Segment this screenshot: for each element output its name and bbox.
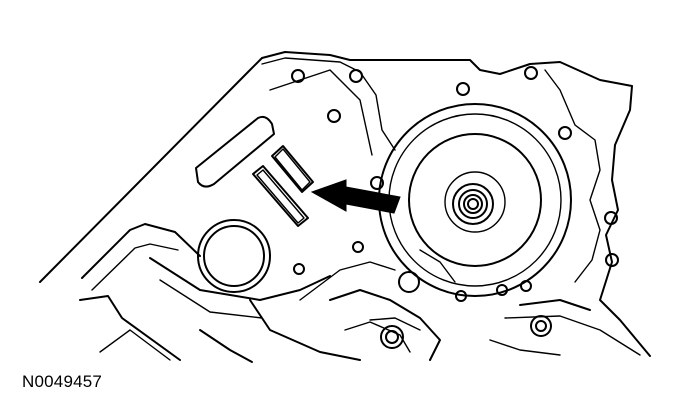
bolt-hole: [327, 109, 341, 123]
case-outline: [39, 51, 651, 357]
bolt-hole: [370, 176, 384, 190]
lower-case-ribs: [79, 223, 456, 363]
shim-upper-inner: [274, 148, 311, 191]
cast-pad: [195, 115, 275, 188]
bolt-hole: [456, 82, 470, 96]
figure-reference-code: N0049457: [22, 372, 103, 391]
bolt-hole: [291, 69, 305, 83]
bolt-hole: [352, 241, 364, 253]
bolt-hole: [605, 253, 619, 267]
bolt-hole: [398, 271, 420, 293]
rectangular-shims: [252, 145, 314, 227]
pointer-arrow: [310, 179, 401, 214]
lower-right-bosses: [369, 299, 641, 356]
shim-upper: [271, 145, 314, 193]
bolt-hole: [293, 263, 305, 275]
shim-lower-inner: [256, 169, 305, 224]
bolt-hole: [604, 211, 618, 225]
shim-lower: [252, 165, 309, 227]
pump-housing: [378, 103, 572, 297]
bolt-hole: [524, 66, 538, 80]
bolt-holes: [291, 66, 619, 302]
bolt-hole: [558, 126, 572, 140]
case-right-rib: [544, 69, 601, 283]
case-inner-edge: [269, 69, 373, 156]
circular-seal: [197, 219, 271, 293]
case-top-flange: [261, 57, 396, 151]
bolt-hole: [349, 69, 363, 83]
